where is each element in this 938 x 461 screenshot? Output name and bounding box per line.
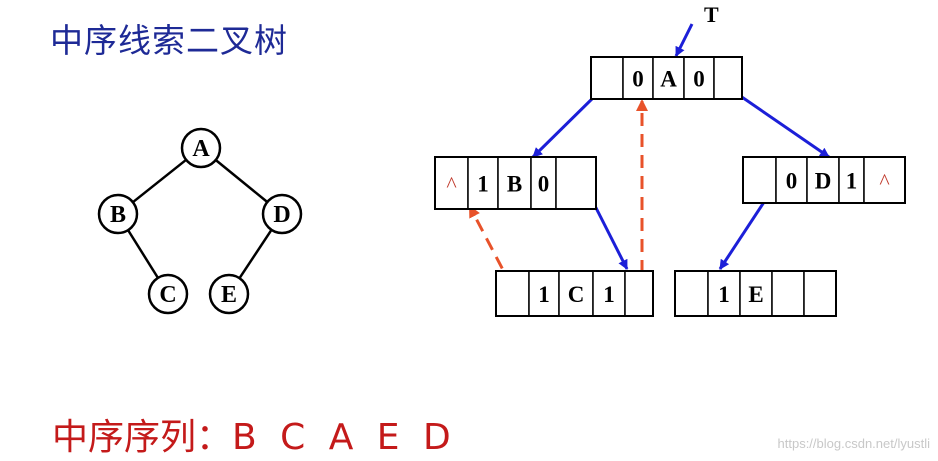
record-A-cell-1	[622, 56, 654, 100]
tree-node-label: A	[192, 136, 210, 162]
tree-node-D: D	[261, 193, 303, 235]
tree-node-label: C	[159, 282, 176, 308]
record-E-cell-1	[707, 270, 741, 317]
tree-edge-B-C	[127, 229, 159, 279]
tree-node-label: B	[110, 202, 126, 228]
record-C-cell-3-text: 1	[603, 282, 615, 307]
record-D-cell-1-text: 0	[786, 169, 798, 194]
record-B-cell-0-text: ^	[446, 172, 457, 197]
inorder-sequence-values: B C A E D	[232, 417, 457, 458]
tree-node-C: C	[147, 273, 189, 315]
tree-node-E: E	[208, 273, 250, 315]
child-link-A-B	[531, 91, 600, 159]
record-B-cell-2	[497, 156, 532, 210]
tree-node-circle	[97, 193, 139, 235]
record-E-cell-3	[771, 270, 805, 317]
record-B-cell-2-text: B	[507, 172, 522, 197]
record-D-cell-0	[742, 156, 777, 204]
record-C-cell-1	[528, 270, 560, 317]
record-C-cell-4	[624, 270, 654, 317]
tree-node-circle	[208, 273, 250, 315]
record-A-outline	[590, 56, 743, 100]
record-E-cell-1-text: 1	[718, 282, 730, 307]
record-E-outline	[674, 270, 837, 317]
record-E-cell-0	[674, 270, 709, 317]
record-B-cell-4	[555, 156, 597, 210]
tree-node-label: D	[273, 202, 290, 228]
tree-node-A: A	[180, 127, 222, 169]
tree-node-circle	[180, 127, 222, 169]
record-B-cell-3-text: 0	[538, 172, 550, 197]
record-D-cell-3-text: 1	[846, 169, 858, 194]
tree-node-B: B	[97, 193, 139, 235]
tree-node-label: E	[221, 282, 237, 308]
thread-link-C-B	[468, 205, 514, 288]
tree-node-circle	[261, 193, 303, 235]
record-C-cell-2-text: C	[568, 282, 585, 307]
record-E-cell-4	[803, 270, 837, 317]
record-D-cell-2-text: D	[815, 169, 832, 194]
record-C-outline	[495, 270, 654, 317]
tree-edge-D-E	[238, 229, 273, 279]
tree-edge-A-B	[132, 158, 187, 204]
record-A-cell-2-text: A	[660, 67, 677, 92]
record-A-cell-0	[590, 56, 624, 100]
record-D-outline	[742, 156, 906, 204]
child-link-D-E	[718, 195, 770, 270]
record-E-cell-2-text: E	[748, 282, 763, 307]
record-A-cell-4	[713, 56, 743, 100]
record-B-outline	[434, 156, 597, 210]
inorder-sequence: 中序序列：B C A E D	[52, 408, 457, 460]
tree-node-circle	[147, 273, 189, 315]
record-D-cell-4-text: ^	[879, 169, 890, 194]
record-C-cell-1-text: 1	[538, 282, 550, 307]
child-link-A-D	[735, 91, 830, 159]
binary-tree: A B D C E	[97, 127, 303, 315]
root-pointer-label: T	[704, 2, 719, 27]
watermark: https://blog.csdn.net/lyustli	[777, 436, 930, 451]
record-A-cell-2	[652, 56, 685, 100]
record-A-cell-1-text: 0	[632, 67, 644, 92]
inorder-sequence-label: 中序序列：	[52, 417, 233, 458]
record-C-cell-0	[495, 270, 530, 317]
record-B-cell-1-text: 1	[477, 172, 489, 197]
root-pointer-arrow	[674, 23, 694, 57]
page-title: 中序线索二叉树	[50, 21, 288, 60]
record-A-cell-3-text: 0	[693, 67, 705, 92]
tree-edge-A-D	[214, 159, 269, 203]
